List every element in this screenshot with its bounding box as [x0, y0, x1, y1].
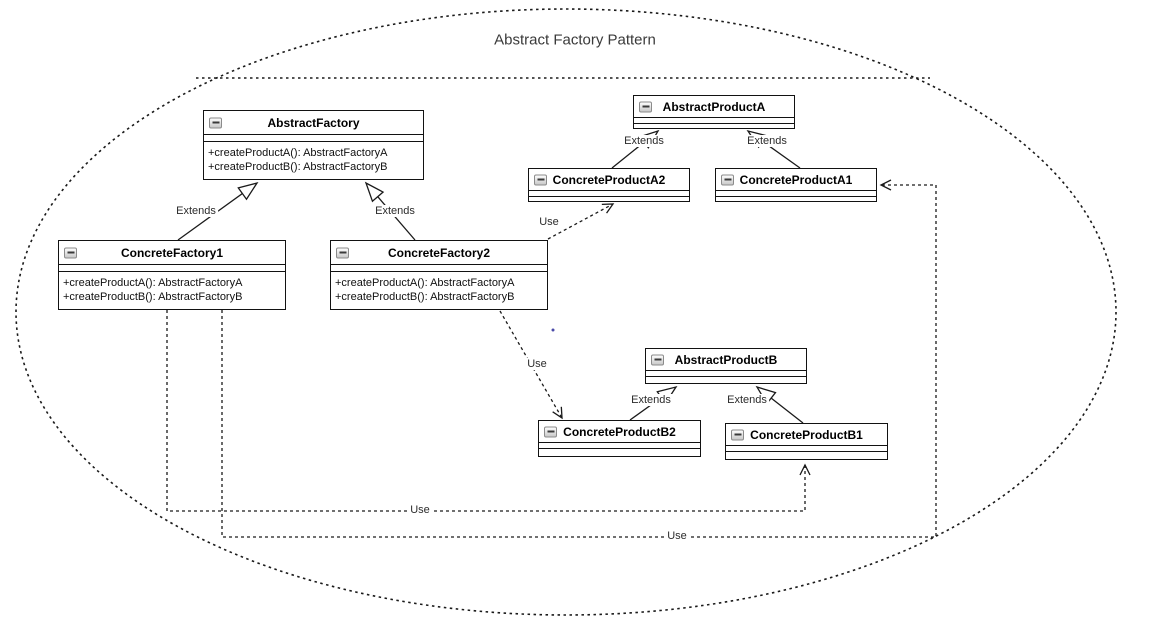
class-header: ConcreteFactory1 — [59, 241, 285, 264]
methods-compartment: +createProductA(): AbstractFactoryA +cre… — [331, 271, 547, 309]
method: +createProductA(): AbstractFactoryA — [63, 277, 243, 289]
collapse-icon[interactable] — [64, 247, 77, 258]
collapse-icon[interactable] — [651, 354, 664, 365]
attributes-compartment — [529, 190, 689, 196]
attributes-compartment — [204, 134, 423, 141]
methods-compartment — [539, 447, 700, 454]
minus-glyph — [724, 178, 731, 181]
edge-label-extends: Extends — [629, 394, 673, 406]
class-header: AbstractFactory — [204, 111, 423, 134]
edge-label-extends: Extends — [745, 135, 789, 147]
minus-glyph — [212, 121, 219, 124]
class-name: AbstractFactory — [267, 115, 360, 130]
edge-use-cf1-cpb1 — [166, 310, 811, 512]
edge-use-cf1-cpa1 — [221, 179, 937, 538]
method: +createProductB(): AbstractFactoryB — [208, 161, 388, 173]
class-name: ConcreteFactory1 — [120, 245, 224, 260]
class-box-concrete-product-a2[interactable]: ConcreteProductA2 — [528, 168, 690, 202]
attributes-compartment — [59, 264, 285, 271]
methods-compartment — [529, 195, 689, 202]
edge-label-use: Use — [525, 358, 549, 370]
class-box-abstract-factory[interactable]: AbstractFactory +createProductA(): Abstr… — [203, 110, 424, 180]
method: +createProductB(): AbstractFactoryB — [63, 291, 243, 303]
minus-glyph — [537, 178, 544, 181]
class-header: ConcreteProductB2 — [539, 421, 700, 442]
method: +createProductA(): AbstractFactoryA — [208, 147, 388, 159]
class-box-abstract-product-b[interactable]: AbstractProductB — [645, 348, 807, 384]
class-name: ConcreteProductB2 — [563, 424, 676, 439]
attributes-compartment — [716, 190, 876, 196]
class-box-concrete-factory2[interactable]: ConcreteFactory2 +createProductA(): Abst… — [330, 240, 548, 310]
attributes-compartment — [634, 117, 794, 123]
methods-compartment — [646, 375, 806, 382]
collapse-icon[interactable] — [209, 117, 222, 128]
edge-extends-cpb1-apb — [755, 385, 804, 424]
methods-compartment — [716, 195, 876, 202]
minus-glyph — [67, 251, 74, 254]
collapse-icon[interactable] — [731, 429, 744, 440]
class-header: ConcreteProductA2 — [529, 169, 689, 190]
minus-glyph — [642, 105, 649, 108]
methods-compartment: +createProductA(): AbstractFactoryA +cre… — [59, 271, 285, 309]
class-box-concrete-product-b1[interactable]: ConcreteProductB1 — [725, 423, 888, 460]
class-name: AbstractProductA — [662, 99, 766, 114]
class-name: ConcreteProductA1 — [739, 172, 853, 187]
class-name: ConcreteProductB1 — [750, 427, 863, 442]
method: +createProductA(): AbstractFactoryA — [335, 277, 515, 289]
collapse-icon[interactable] — [721, 174, 734, 185]
class-header: AbstractProductB — [646, 349, 806, 370]
boundary-ellipse — [15, 8, 1117, 616]
methods-compartment — [634, 122, 794, 129]
edge-label-extends: Extends — [373, 205, 417, 217]
class-box-concrete-product-a1[interactable]: ConcreteProductA1 — [715, 168, 877, 202]
minus-glyph — [547, 430, 554, 433]
class-name: ConcreteProductA2 — [552, 172, 666, 187]
attributes-compartment — [331, 264, 547, 271]
methods-compartment — [726, 450, 887, 457]
class-header: AbstractProductA — [634, 96, 794, 117]
collapse-icon[interactable] — [336, 247, 349, 258]
class-name: ConcreteFactory2 — [387, 245, 491, 260]
minus-glyph — [339, 251, 346, 254]
class-box-concrete-product-b2[interactable]: ConcreteProductB2 — [538, 420, 701, 457]
attributes-compartment — [726, 445, 887, 451]
collapse-icon[interactable] — [639, 101, 652, 112]
edge-label-extends: Extends — [622, 135, 666, 147]
method: +createProductB(): AbstractFactoryB — [335, 291, 515, 303]
class-box-concrete-factory1[interactable]: ConcreteFactory1 +createProductA(): Abst… — [58, 240, 286, 310]
edge-label-use: Use — [665, 530, 689, 542]
minus-glyph — [734, 433, 741, 436]
class-name: AbstractProductB — [674, 352, 778, 367]
methods-compartment: +createProductA(): AbstractFactoryA +cre… — [204, 141, 423, 179]
edge-label-extends: Extends — [174, 205, 218, 217]
class-box-abstract-product-a[interactable]: AbstractProductA — [633, 95, 795, 129]
attributes-compartment — [646, 370, 806, 376]
class-header: ConcreteFactory2 — [331, 241, 547, 264]
minus-glyph — [654, 358, 661, 361]
edge-label-use: Use — [408, 504, 432, 516]
class-header: ConcreteProductB1 — [726, 424, 887, 445]
class-header: ConcreteProductA1 — [716, 169, 876, 190]
edge-label-extends: Extends — [725, 394, 769, 406]
collapse-icon[interactable] — [544, 426, 557, 437]
edge-label-use: Use — [537, 216, 561, 228]
edge-use-cf2-cpa2 — [547, 203, 615, 240]
collapse-icon[interactable] — [534, 174, 547, 185]
attributes-compartment — [539, 442, 700, 448]
stray-dot — [551, 328, 555, 332]
diagram-title: Abstract Factory Pattern — [494, 31, 656, 49]
